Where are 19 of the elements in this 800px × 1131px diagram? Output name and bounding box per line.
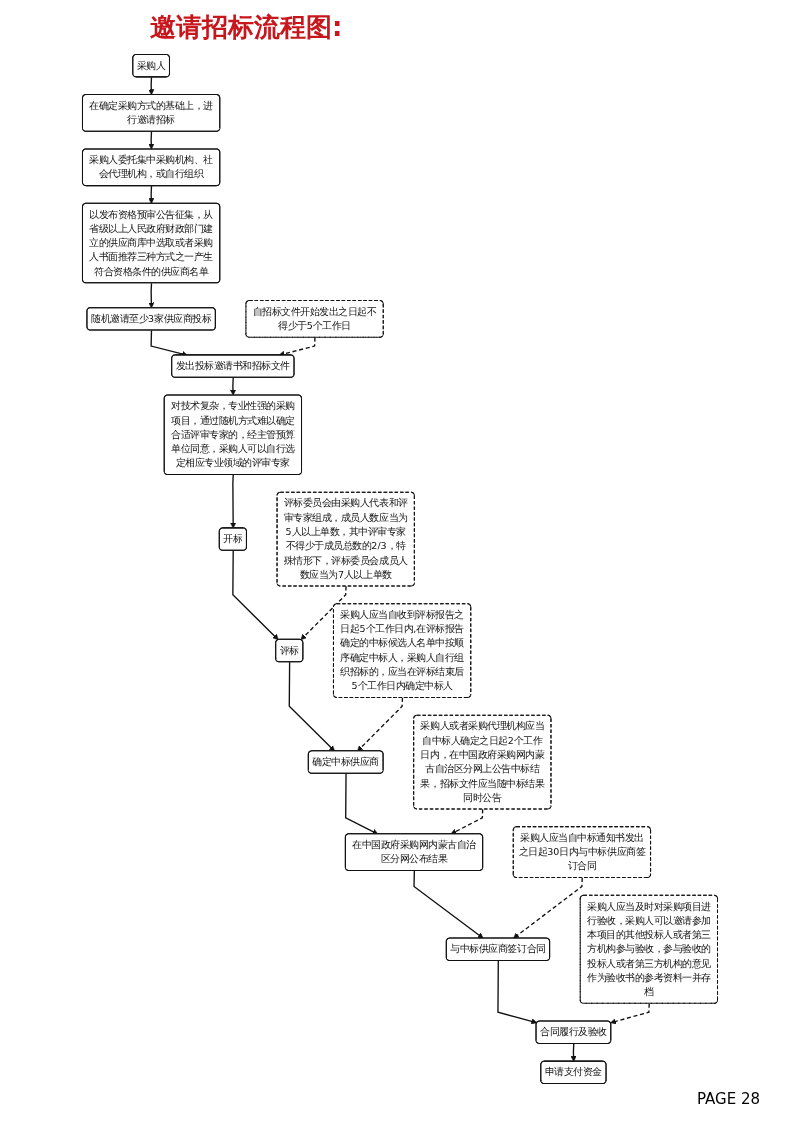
arrow bbox=[513, 877, 583, 939]
arrow bbox=[148, 282, 155, 309]
arrow bbox=[345, 772, 379, 835]
arrow bbox=[570, 1043, 577, 1062]
arrow bbox=[497, 960, 538, 1025]
page-number: PAGE 28 bbox=[696, 1090, 760, 1108]
arrow bbox=[148, 130, 155, 150]
arrow bbox=[450, 808, 484, 835]
arrow bbox=[413, 870, 484, 939]
arrow bbox=[148, 185, 155, 204]
arrow bbox=[148, 76, 155, 96]
arrow bbox=[230, 376, 236, 396]
arrow bbox=[232, 549, 279, 641]
page-title: 邀请招标流程图: bbox=[150, 11, 343, 44]
arrow bbox=[288, 661, 335, 752]
arrow bbox=[230, 474, 237, 529]
arrow bbox=[357, 697, 404, 752]
arrow bbox=[610, 1003, 650, 1025]
arrow bbox=[300, 585, 347, 641]
